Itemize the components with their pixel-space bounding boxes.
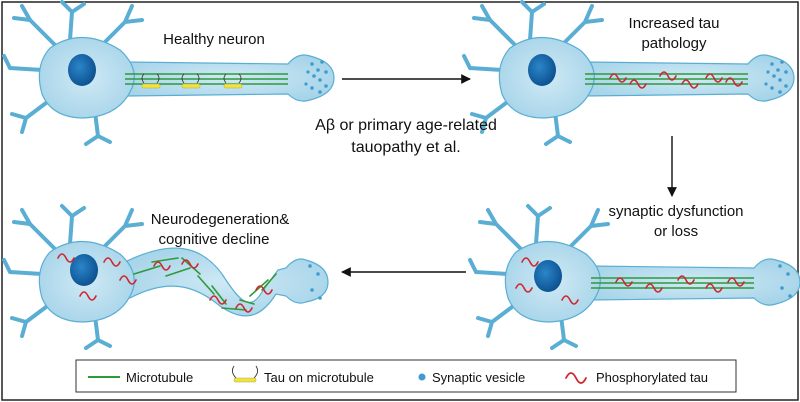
transition-label-line2: tauopathy et al. (351, 139, 460, 156)
legend-box (75, 359, 737, 393)
legend-item-tau: Tau on microtubule (231, 365, 374, 385)
nucleus (68, 54, 96, 86)
label-tau-line2: pathology (641, 35, 707, 52)
dendrites (2, 0, 144, 146)
neuron-synaptic-dysfunction (468, 204, 800, 350)
legend-microtubule-label: Microtubule (126, 370, 193, 385)
axon (124, 54, 335, 102)
tau-swatch-stroke (231, 365, 259, 379)
transition-label-line1: Aβ or primary age-related (315, 117, 497, 134)
legend-phospho-tau-label: Phosphorylated tau (596, 370, 708, 385)
label-tau-line1: Increased tau (629, 15, 720, 32)
label-neurodeg-line1: Neurodegeneration& (151, 211, 289, 228)
tau-on-microtubule-group (141, 73, 243, 89)
phospho-tau-swatch (565, 372, 587, 384)
label-healthy-neuron: Healthy neuron (163, 31, 265, 48)
neuron-neurodegeneration (2, 204, 329, 350)
label-synaptic-line1: synaptic dysfunction (608, 203, 743, 220)
neuron-healthy (2, 0, 335, 146)
neuron-tau-pathology (462, 0, 795, 146)
legend-item-vesicle: Synaptic vesicle (418, 370, 525, 385)
vesicle-swatch (418, 373, 426, 381)
legend-vesicle-label: Synaptic vesicle (432, 370, 525, 385)
label-neurodeg-line2: cognitive decline (159, 231, 270, 248)
legend-item-phospho-tau: Phosphorylated tau (565, 370, 708, 385)
legend-item-microtubule: Microtubule (88, 370, 193, 385)
tau-swatch (233, 377, 257, 383)
synaptic-vesicles (304, 60, 328, 94)
legend: Microtubule Tau on microtubule Synaptic … (75, 359, 737, 393)
label-synaptic-line2: or loss (654, 223, 698, 240)
legend-tau-label: Tau on microtubule (264, 370, 374, 385)
